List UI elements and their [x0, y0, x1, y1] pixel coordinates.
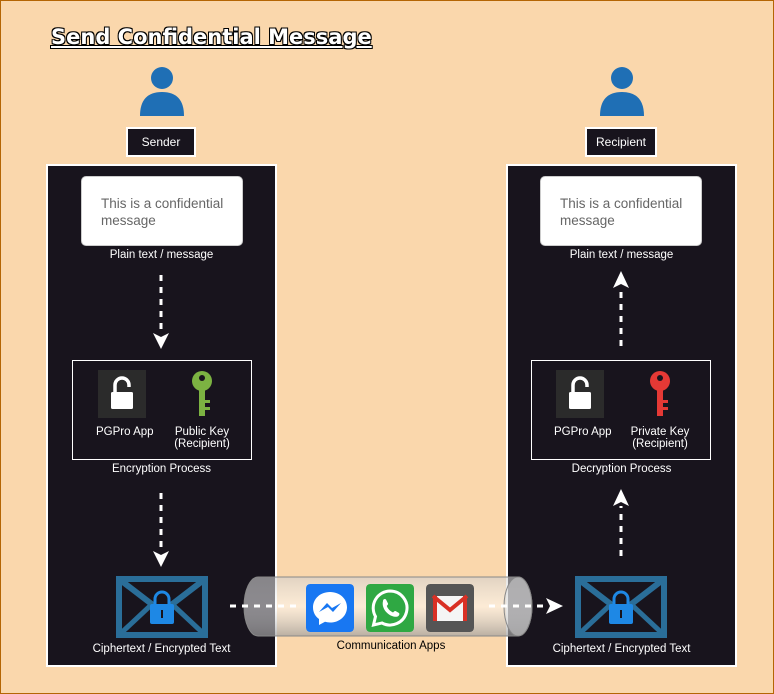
diagram-title: Send Confidential Message — [51, 25, 372, 49]
public-key-icon — [192, 371, 212, 416]
recipient-cipher-label: Ciphertext / Encrypted Text — [552, 643, 691, 655]
gmail-icon — [426, 584, 474, 632]
communication-apps-label: Communication Apps — [336, 640, 446, 652]
recipient-lock-app-icon — [556, 370, 604, 418]
decryption-process-box — [531, 360, 711, 460]
messenger-icon — [306, 584, 354, 632]
decryption-process-label: Decryption Process — [571, 463, 672, 475]
sender-message-box: This is a confidential message — [81, 176, 243, 246]
recipient-message-box: This is a confidential message — [540, 176, 702, 246]
sender-cipher-label: Ciphertext / Encrypted Text — [92, 643, 231, 655]
encryption-process-label: Encryption Process — [111, 463, 212, 475]
sender-app-label: PGPro App — [96, 426, 154, 438]
sender-role-label: Sender — [126, 127, 196, 157]
recipient-panel — [506, 164, 737, 667]
private-key-label: Private Key (Recipient) — [630, 426, 690, 450]
sender-lock-app-icon — [98, 370, 146, 418]
sender-person-icon — [140, 67, 184, 116]
public-key-label: Public Key (Recipient) — [174, 426, 230, 450]
sender-message-label: Plain text / message — [109, 249, 214, 261]
recipient-role-label: Recipient — [585, 127, 657, 157]
sender-envelope-icon — [116, 576, 208, 638]
recipient-envelope-icon — [575, 576, 667, 638]
encryption-process-box — [72, 360, 252, 460]
recipient-message-label: Plain text / message — [569, 249, 674, 261]
private-key-icon — [650, 371, 670, 416]
sender-panel — [46, 164, 277, 667]
whatsapp-icon — [366, 584, 414, 632]
recipient-person-icon — [600, 67, 644, 116]
recipient-app-label: PGPro App — [554, 426, 612, 438]
